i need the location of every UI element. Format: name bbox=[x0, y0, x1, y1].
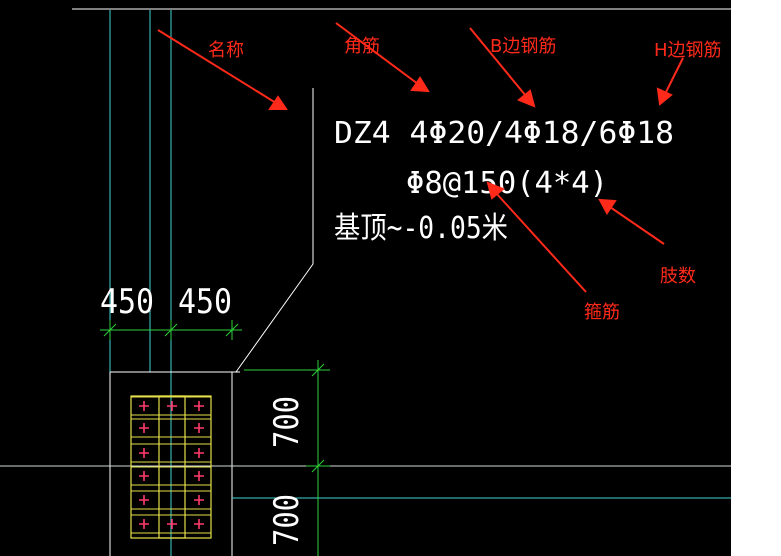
arrow-b-side-bar bbox=[469, 27, 527, 97]
rebar-cage bbox=[130, 395, 212, 539]
rebar-dot bbox=[194, 401, 204, 411]
rebar-dot bbox=[139, 471, 149, 481]
rebar-dot bbox=[139, 495, 149, 505]
rebar-dot bbox=[139, 423, 149, 433]
rebar-dot bbox=[167, 401, 177, 411]
column-label-line3: 基顶~-0.05米 bbox=[334, 211, 508, 246]
label-leader-line bbox=[235, 88, 314, 373]
dimension-side-upper: 700 bbox=[267, 396, 307, 448]
arrow-stirrup bbox=[495, 192, 587, 293]
arrowhead-name bbox=[268, 95, 288, 110]
rebar-dot bbox=[139, 448, 149, 458]
drawing-background bbox=[0, 0, 731, 556]
annotation-name: 名称 bbox=[208, 40, 244, 61]
arrowhead-h-side-bar bbox=[656, 87, 673, 106]
top-dimension bbox=[100, 320, 242, 340]
column-label-line2: Φ8@150(4*4) bbox=[406, 166, 608, 201]
dimension-side-lower: 700 bbox=[267, 494, 307, 546]
rebar-dot bbox=[194, 495, 204, 505]
rebar-dot bbox=[139, 401, 149, 411]
annotation-b-side-bar: B边钢筋 bbox=[490, 36, 556, 57]
rebar-dot bbox=[167, 519, 177, 529]
rebar-row bbox=[130, 514, 212, 534]
arrow-name bbox=[157, 29, 277, 104]
arrowhead-leg-count bbox=[598, 198, 617, 215]
rebar-dot bbox=[194, 423, 204, 433]
arrowhead-corner-bar bbox=[410, 76, 430, 93]
annotation-corner-bar: 角筋 bbox=[344, 36, 380, 57]
arrow-h-side-bar bbox=[664, 57, 684, 95]
arrowhead-stirrup bbox=[486, 181, 505, 200]
annotation-leg-count: 肢数 bbox=[660, 266, 696, 287]
rebar-row bbox=[130, 418, 212, 438]
rebar-dot bbox=[194, 519, 204, 529]
rebar-row bbox=[130, 490, 212, 510]
rebar-dot bbox=[194, 448, 204, 458]
rebar-row bbox=[130, 466, 212, 486]
dimension-top-right: 450 bbox=[178, 282, 232, 322]
rebar-row bbox=[130, 396, 212, 416]
annotation-arrows bbox=[157, 22, 684, 293]
column-label-line1: DZ4 4Φ20/4Φ18/6Φ18 bbox=[334, 116, 674, 151]
arrow-corner-bar bbox=[335, 22, 419, 85]
dimension-top-left: 450 bbox=[100, 282, 154, 322]
rebar-row bbox=[130, 443, 212, 463]
rebar-rows bbox=[130, 396, 212, 534]
annotation-h-side-bar: H边钢筋 bbox=[654, 40, 722, 61]
side-dimension bbox=[244, 360, 330, 556]
rebar-dot bbox=[194, 471, 204, 481]
annotation-stirrup: 箍筋 bbox=[584, 302, 620, 323]
arrow-leg-count bbox=[609, 206, 665, 245]
arrowhead-b-side-bar bbox=[517, 89, 536, 108]
rebar-dot bbox=[139, 519, 149, 529]
